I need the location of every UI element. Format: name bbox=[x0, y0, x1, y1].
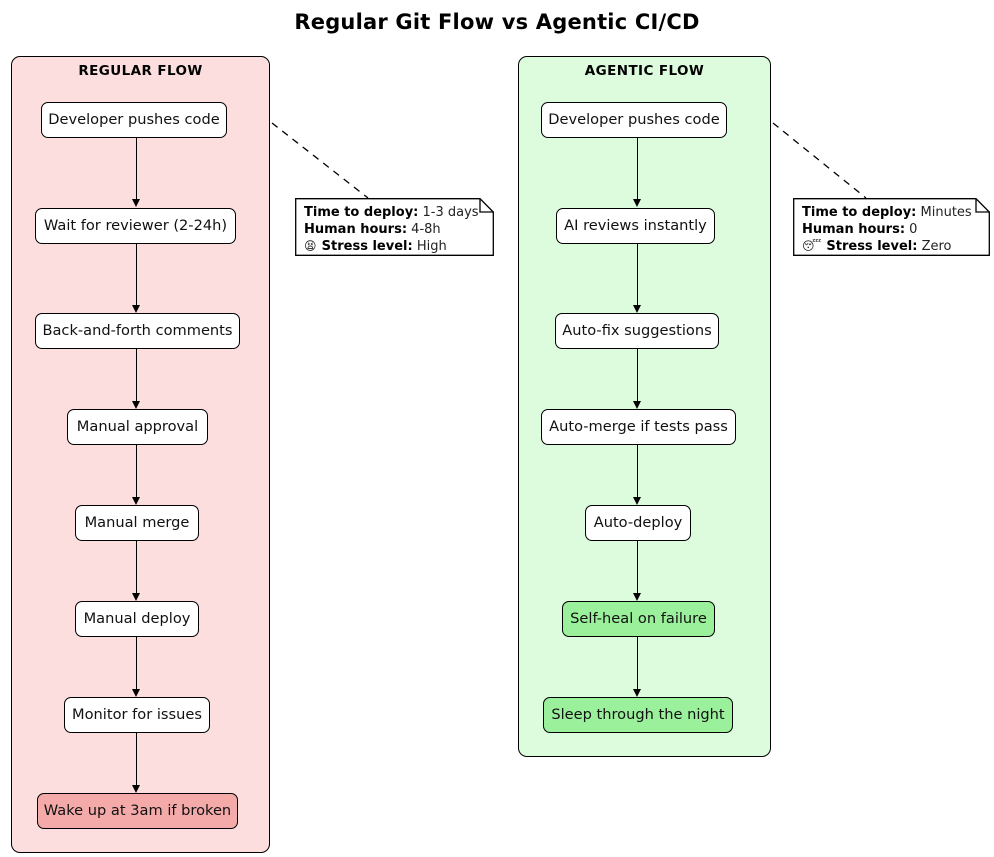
arrow-regular-7 bbox=[132, 785, 140, 793]
note-agentic-shape bbox=[793, 198, 990, 256]
connector-regular-4 bbox=[136, 445, 138, 498]
note-link-regular-line bbox=[271, 122, 369, 199]
node-manual-approval[interactable]: Manual approval bbox=[67, 409, 208, 445]
connector-regular-7 bbox=[136, 733, 138, 786]
arrow-agentic-4 bbox=[633, 497, 641, 505]
node-sleep-through-the-night[interactable]: Sleep through the night bbox=[543, 697, 733, 733]
node-ai-reviews-instantly[interactable]: AI reviews instantly bbox=[556, 208, 715, 244]
cluster-agentic-flow-label: AGENTIC FLOW bbox=[584, 63, 705, 79]
arrow-agentic-2 bbox=[633, 305, 641, 313]
note-regular-metrics: Time to deploy: 1-3 days Human hours: 4-… bbox=[295, 198, 494, 256]
page-title: Regular Git Flow vs Agentic CI/CD bbox=[294, 10, 700, 34]
connector-regular-2 bbox=[136, 244, 138, 306]
note-agentic-time-value: Minutes bbox=[920, 205, 972, 220]
tired-face-icon: 😫 bbox=[304, 239, 317, 253]
note-regular-hours-row: Human hours: 4-8h bbox=[304, 222, 485, 239]
note-agentic-hours-value: 0 bbox=[909, 221, 918, 237]
arrow-agentic-6 bbox=[633, 689, 641, 697]
node-wait-for-reviewer[interactable]: Wait for reviewer (2-24h) bbox=[35, 208, 236, 244]
note-regular-time-label: Time to deploy: bbox=[304, 205, 419, 220]
node-monitor-for-issues[interactable]: Monitor for issues bbox=[64, 697, 210, 733]
arrow-regular-4 bbox=[132, 497, 140, 505]
arrow-regular-1 bbox=[132, 199, 140, 207]
note-regular-time-value: 1-3 days bbox=[422, 205, 479, 220]
cluster-agentic-flow: AGENTIC FLOW bbox=[518, 56, 771, 757]
sleeping-face-icon: 😴 bbox=[802, 239, 822, 253]
node-auto-merge-if-tests-pass[interactable]: Auto-merge if tests pass bbox=[541, 409, 736, 445]
note-agentic-stress-row: 😴 Stress level: Zero bbox=[802, 238, 981, 256]
connector-regular-5 bbox=[136, 541, 138, 594]
note-agentic-stress-label: Stress level: bbox=[826, 239, 918, 254]
node-back-and-forth-comments[interactable]: Back-and-forth comments bbox=[35, 313, 240, 349]
arrow-agentic-3 bbox=[633, 401, 641, 409]
note-regular-stress-row: 😫 Stress level: High bbox=[304, 238, 485, 256]
arrow-agentic-1 bbox=[633, 199, 641, 207]
node-self-heal-on-failure[interactable]: Self-heal on failure bbox=[562, 601, 715, 637]
note-agentic-time-label: Time to deploy: bbox=[802, 205, 917, 220]
node-manual-merge[interactable]: Manual merge bbox=[75, 505, 199, 541]
note-agentic-metrics: Time to deploy: Minutes Human hours: 0 😴… bbox=[793, 198, 990, 256]
arrow-regular-5 bbox=[132, 593, 140, 601]
note-agentic-hours-row: Human hours: 0 bbox=[802, 222, 981, 239]
note-regular-hours-label: Human hours: bbox=[304, 221, 408, 237]
note-regular-time-row: Time to deploy: 1-3 days bbox=[304, 205, 485, 222]
arrow-regular-6 bbox=[132, 689, 140, 697]
connector-agentic-3 bbox=[637, 349, 639, 402]
node-auto-fix-suggestions[interactable]: Auto-fix suggestions bbox=[555, 313, 719, 349]
note-agentic-stress-value: Zero bbox=[921, 239, 952, 254]
connector-agentic-5 bbox=[637, 541, 639, 594]
note-agentic-hours-label: Human hours: bbox=[802, 221, 906, 237]
arrow-regular-2 bbox=[132, 305, 140, 313]
node-developer-pushes-code-regular[interactable]: Developer pushes code bbox=[41, 102, 227, 138]
node-manual-deploy[interactable]: Manual deploy bbox=[75, 601, 199, 637]
note-agentic-time-row: Time to deploy: Minutes bbox=[802, 205, 981, 222]
node-wake-up-at-3am[interactable]: Wake up at 3am if broken bbox=[37, 793, 238, 829]
node-auto-deploy[interactable]: Auto-deploy bbox=[585, 505, 691, 541]
cluster-regular-flow-label: REGULAR FLOW bbox=[78, 63, 203, 79]
connector-agentic-4 bbox=[637, 445, 639, 498]
arrow-agentic-5 bbox=[633, 593, 641, 601]
connector-agentic-1 bbox=[637, 138, 639, 200]
note-regular-stress-value: High bbox=[416, 239, 447, 254]
connector-regular-3 bbox=[136, 349, 138, 402]
note-regular-shape bbox=[295, 198, 494, 256]
note-link-agentic-line bbox=[772, 122, 867, 199]
connector-regular-6 bbox=[136, 637, 138, 690]
connector-regular-1 bbox=[136, 138, 138, 200]
connector-agentic-6 bbox=[637, 637, 639, 690]
note-regular-stress-label: Stress level: bbox=[321, 239, 413, 254]
node-developer-pushes-code-agentic[interactable]: Developer pushes code bbox=[541, 102, 727, 138]
cluster-regular-flow: REGULAR FLOW bbox=[11, 56, 270, 853]
connector-agentic-2 bbox=[637, 244, 639, 306]
arrow-regular-3 bbox=[132, 401, 140, 409]
note-regular-hours-value: 4-8h bbox=[411, 221, 441, 237]
